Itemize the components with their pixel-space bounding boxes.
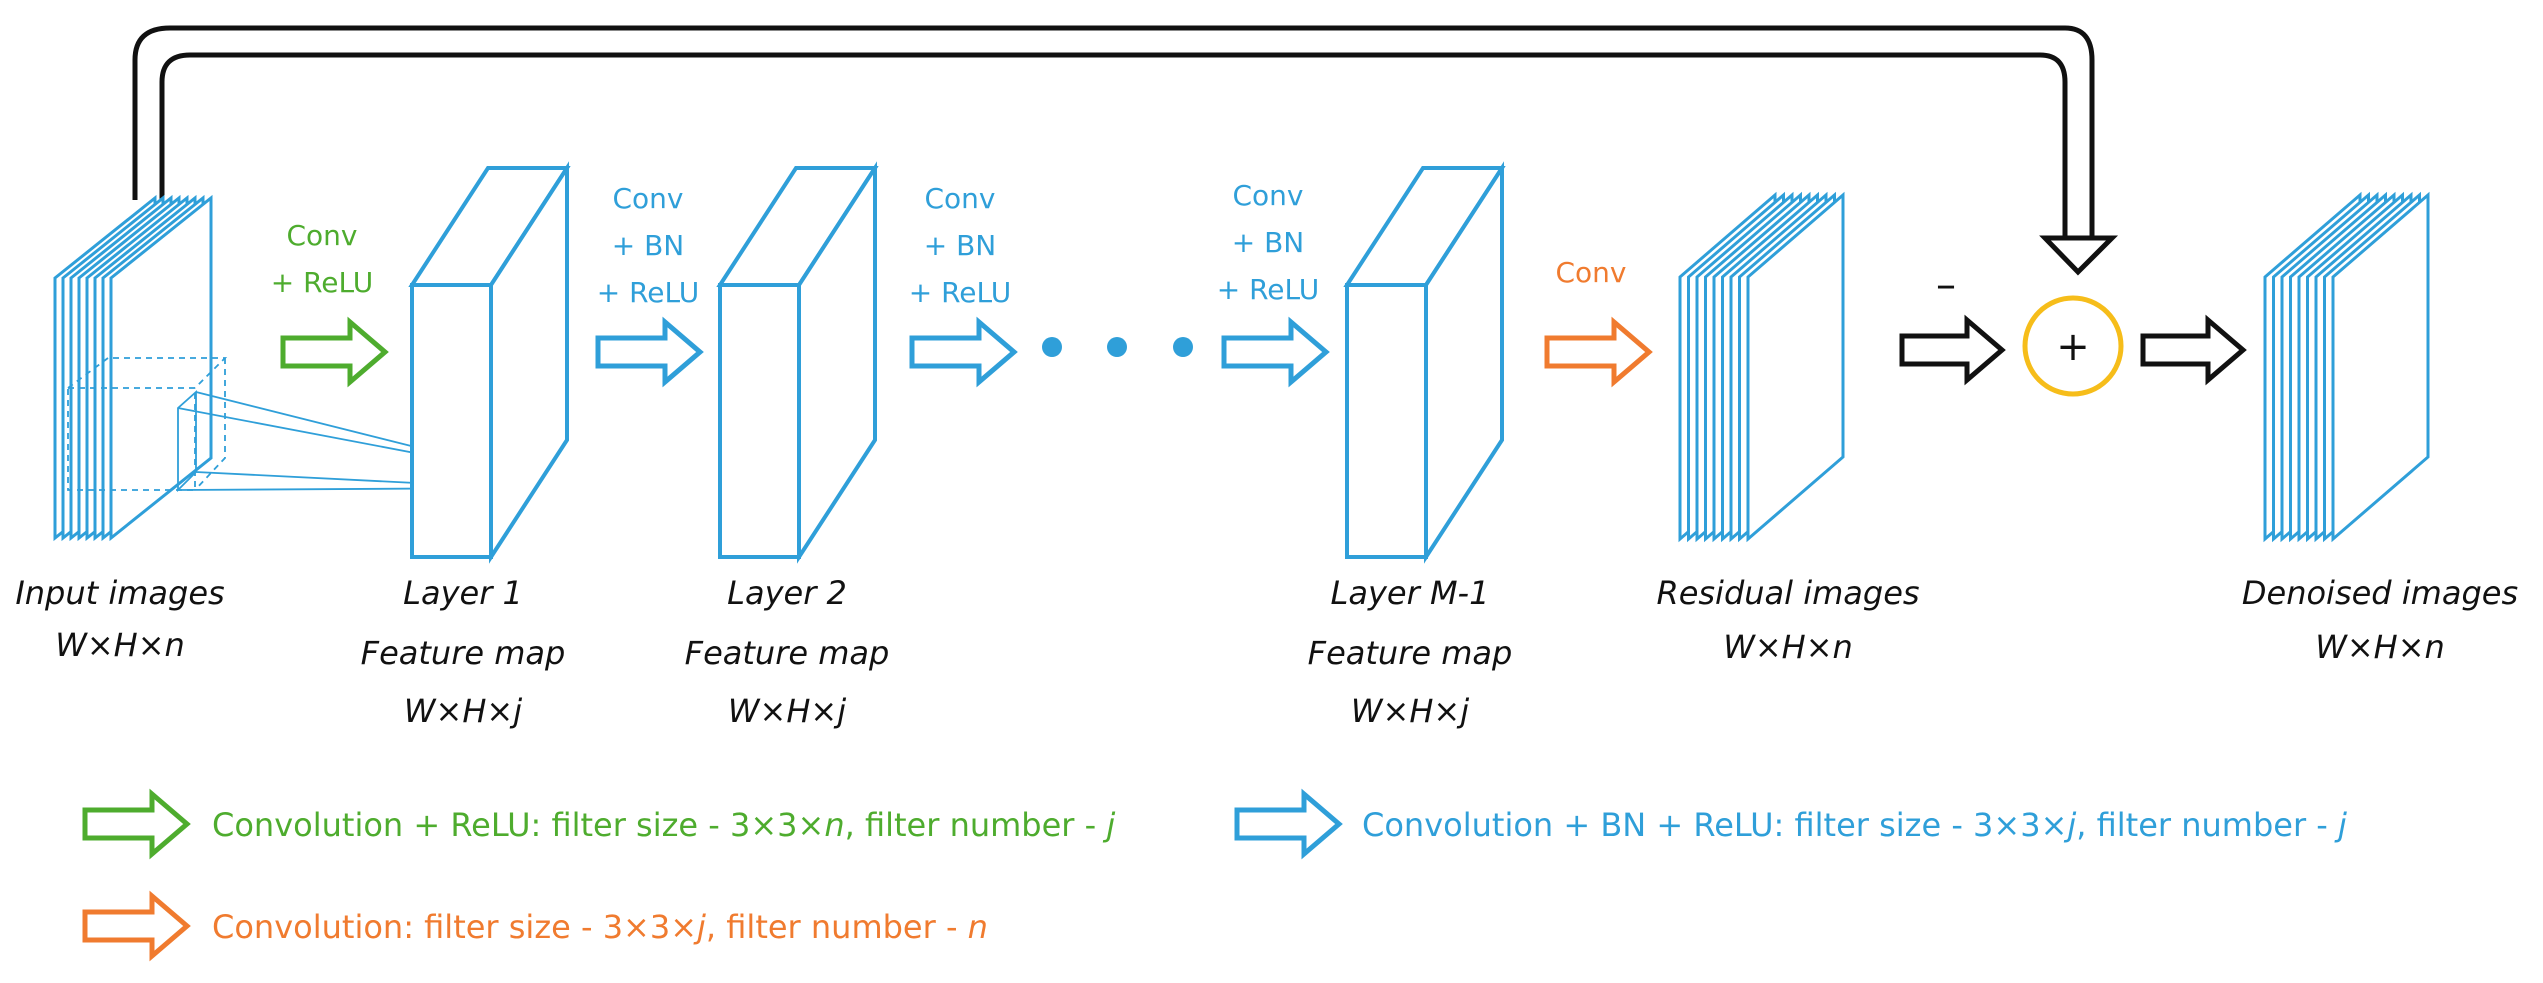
residual-label: Residual images W×H×n — [1656, 574, 1919, 666]
layer1-label: Layer 1 Feature map W×H×j — [361, 574, 566, 730]
layerM1-label: Layer M-1 Feature map W×H×j — [1308, 574, 1513, 730]
conv-relu-line2: + ReLU — [271, 266, 373, 299]
layerM1-sub: Feature map — [1308, 634, 1513, 672]
cbr3-line2: + BN — [1232, 226, 1305, 259]
layerM1-block — [1343, 161, 1506, 564]
arrow-conv-bn-relu-3 — [1221, 316, 1330, 388]
plus-sign: + — [2056, 324, 2090, 370]
conv-bn-relu-label-3: Conv + BN + ReLU — [1217, 179, 1319, 306]
residual-dims: W×H×n — [1723, 628, 1853, 666]
legend-blue-main: Convolution + BN + ReLU: filter size - 3… — [1362, 806, 2067, 844]
cbr2-line1: Conv — [925, 182, 996, 215]
legend-orange-var1: j — [693, 908, 706, 946]
denoised-image-slice — [2331, 191, 2430, 543]
conv-relu-line1: Conv — [287, 219, 358, 252]
legend-green-text: Convolution + ReLU: filter size - 3×3×n,… — [212, 806, 1115, 844]
layer1-block — [408, 161, 571, 564]
legend-orange-main: Convolution: filter size - 3×3× — [212, 908, 697, 946]
legend-orange-var2: n — [968, 908, 988, 946]
legend-green-mid: , filter number - — [845, 806, 1107, 844]
denoised-label: Denoised images W×H×n — [2242, 574, 2518, 666]
legend-arrow-blue — [1234, 788, 1343, 860]
layerM1-dims: W×H×j — [1351, 692, 1469, 730]
cbr2-line3: + ReLU — [909, 276, 1011, 309]
conv-bn-relu-label-1: Conv + BN + ReLU — [597, 182, 699, 309]
legend-green-main: Convolution + ReLU: filter size - 3×3× — [212, 806, 824, 844]
arrow-conv — [1544, 316, 1653, 388]
minus-sign: – — [1936, 262, 1956, 308]
ellipsis-dots — [1042, 337, 1193, 357]
legend-blue-var1: j — [2063, 806, 2076, 844]
layer2-sub: Feature map — [685, 634, 890, 672]
layerM1-title: Layer M-1 — [1331, 574, 1490, 612]
conv-bn-relu-label-2: Conv + BN + ReLU — [909, 182, 1011, 309]
input-image-stack — [53, 194, 213, 542]
arrow-conv-bn-relu-1 — [595, 316, 704, 388]
arrow-output — [2140, 314, 2247, 386]
skip-arrow-head — [2039, 235, 2119, 276]
denoised-image-stack — [2263, 191, 2430, 543]
cbr3-line1: Conv — [1233, 179, 1304, 212]
residual-image-slice — [1746, 191, 1845, 543]
sum-node — [2022, 295, 2124, 397]
legend-arrow-orange — [82, 890, 191, 962]
cbr2-line2: + BN — [924, 229, 997, 262]
legend-blue-text: Convolution + BN + ReLU: filter size - 3… — [1362, 806, 2347, 844]
denoised-dims: W×H×n — [2315, 628, 2445, 666]
legend-blue-mid: , filter number - — [2076, 806, 2338, 844]
conv-relu-label: Conv + ReLU — [271, 219, 373, 299]
layer2-block — [716, 161, 879, 564]
layer2-dims: W×H×j — [728, 692, 846, 730]
arrow-subtract — [1899, 314, 2006, 386]
input-label: Input images W×H×n — [15, 574, 224, 664]
residual-image-stack — [1678, 191, 1845, 543]
legend-green-var2: j — [1102, 806, 1115, 844]
skip-connection — [132, 25, 2095, 238]
legend-blue-var2: j — [2334, 806, 2347, 844]
layer1-sub: Feature map — [361, 634, 566, 672]
legend-green-var1: n — [824, 806, 844, 844]
cbr1-line3: + ReLU — [597, 276, 699, 309]
layer2-title: Layer 2 — [727, 574, 847, 612]
layer1-title: Layer 1 — [403, 574, 523, 612]
cbr3-line3: + ReLU — [1217, 273, 1319, 306]
arrow-conv-relu — [280, 316, 389, 388]
denoised-title: Denoised images — [2242, 574, 2518, 612]
legend-arrow-green — [82, 788, 191, 860]
arrow-conv-bn-relu-2 — [909, 316, 1018, 388]
layer2-label: Layer 2 Feature map W×H×j — [685, 574, 890, 730]
legend-orange-mid: , filter number - — [706, 908, 968, 946]
input-title: Input images — [15, 574, 224, 612]
input-image-slice — [109, 194, 213, 542]
residual-title: Residual images — [1656, 574, 1919, 612]
input-dims: W×H×n — [55, 626, 185, 664]
legend-orange-text: Convolution: filter size - 3×3×j, filter… — [212, 908, 988, 946]
layer1-dims: W×H×j — [404, 692, 522, 730]
conv-label: Conv — [1556, 256, 1627, 289]
cbr1-line1: Conv — [613, 182, 684, 215]
cbr1-line2: + BN — [612, 229, 685, 262]
